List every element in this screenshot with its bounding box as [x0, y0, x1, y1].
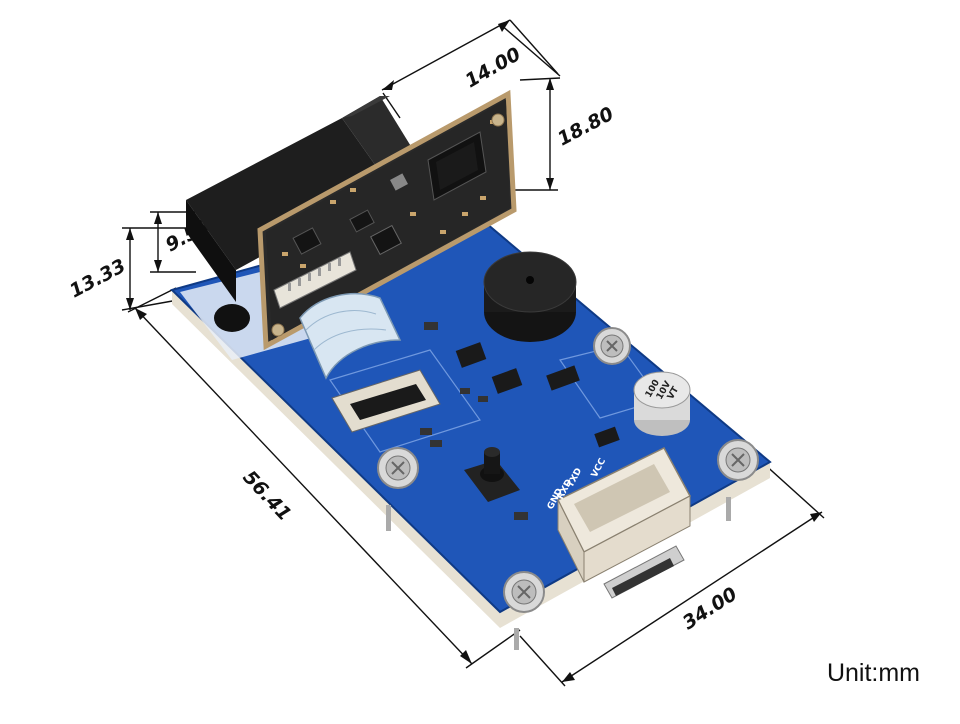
- fpc-connector: [331, 369, 441, 433]
- usb-c-port: [603, 545, 685, 599]
- decoder-board: [257, 89, 517, 351]
- ribbon-cable: [299, 293, 402, 380]
- unit-label: Unit:mm: [826, 659, 920, 687]
- smd-components: [420, 322, 620, 520]
- dim-side-total: 13.33: [66, 255, 129, 303]
- dimension-arrows: [126, 20, 822, 682]
- dim-length: 56.41: [238, 466, 295, 525]
- tactile-button: [464, 447, 520, 502]
- mounting-screws: [377, 327, 759, 650]
- dim-camera-height: 18.80: [554, 103, 617, 151]
- uart-connector: [556, 447, 692, 583]
- buzzer: [483, 251, 577, 342]
- capacitor: 100 10V VT: [633, 371, 691, 436]
- dim-width: 34.00: [679, 583, 741, 634]
- dimension-lines: [121, 19, 825, 687]
- dim-top-depth: 14.00: [462, 43, 525, 92]
